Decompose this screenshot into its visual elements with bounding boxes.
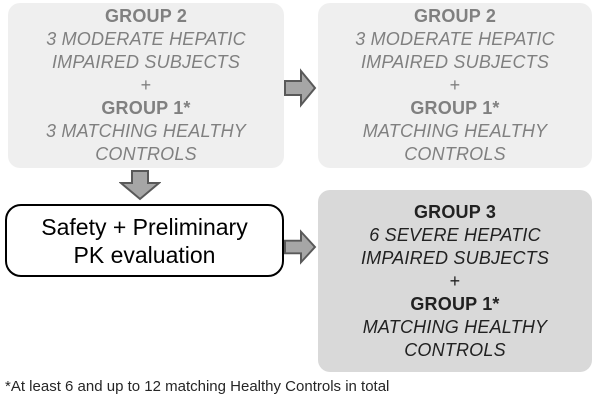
group2-expanded-line: IMPAIRED SUBJECTS	[360, 52, 550, 72]
right-arrow-icon	[284, 229, 317, 265]
group2-initial-line: 3 MODERATE HEPATIC	[46, 29, 246, 49]
group3-line: MATCHING HEALTHY	[362, 316, 548, 337]
group1-expanded-title: GROUP 1*	[410, 98, 500, 118]
group2-initial-box: GROUP 2 3 MODERATE HEPATIC IMPAIRED SUBJ…	[8, 3, 284, 168]
group2-expanded-title: GROUP 2	[413, 6, 497, 26]
group1-group3-title: GROUP 1*	[410, 293, 500, 314]
safety-pk-line: PK evaluation	[73, 241, 216, 268]
down-arrow-icon	[119, 170, 161, 201]
group2-initial-line: 3 MATCHING HEALTHY	[46, 121, 246, 141]
plus-separator: +	[449, 75, 461, 95]
safety-pk-line: Safety + Preliminary	[41, 213, 248, 240]
group2-expanded-box: GROUP 2 3 MODERATE HEPATIC IMPAIRED SUBJ…	[318, 3, 592, 168]
group3-title: GROUP 3	[413, 201, 497, 222]
right-arrow-icon	[284, 68, 317, 108]
group3-line: 6 SEVERE HEPATIC	[369, 224, 541, 245]
group2-initial-title: GROUP 2	[104, 6, 188, 26]
group1-initial-title: GROUP 1*	[101, 98, 191, 118]
group2-initial-line: IMPAIRED SUBJECTS	[51, 52, 241, 72]
group2-expanded-line: 3 MODERATE HEPATIC	[355, 29, 555, 49]
plus-separator: +	[449, 270, 461, 291]
footnote-text: *At least 6 and up to 12 matching Health…	[5, 378, 390, 395]
plus-separator: +	[140, 75, 152, 95]
group3-box: GROUP 3 6 SEVERE HEPATIC IMPAIRED SUBJEC…	[318, 190, 592, 372]
group2-initial-line: CONTROLS	[95, 144, 197, 164]
group3-line: CONTROLS	[404, 339, 506, 360]
group3-line: IMPAIRED SUBJECTS	[360, 247, 550, 268]
group2-expanded-line: MATCHING HEALTHY	[362, 121, 548, 141]
group2-expanded-line: CONTROLS	[404, 144, 506, 164]
safety-pk-evaluation-box: Safety + Preliminary PK evaluation	[5, 204, 284, 277]
